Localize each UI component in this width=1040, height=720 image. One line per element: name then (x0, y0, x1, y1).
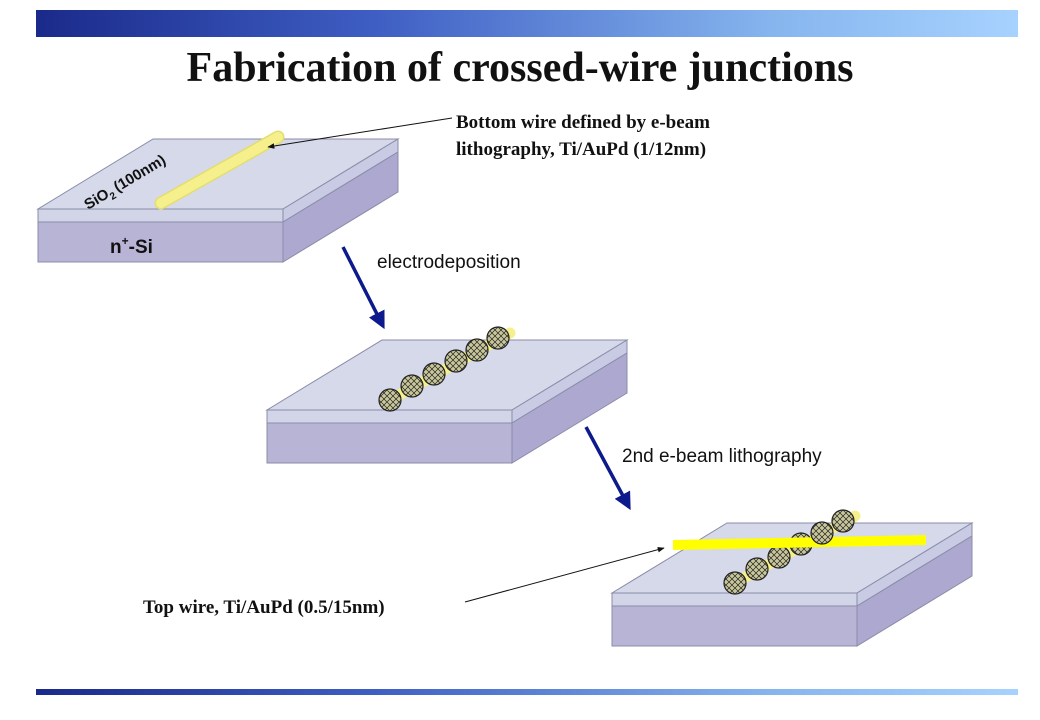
fullerene-chain (378, 326, 510, 412)
substrate-block-3 (610, 509, 974, 647)
top-wire-pointer (464, 546, 665, 603)
silicon-side-face (511, 352, 628, 464)
process-arrow-2 (584, 426, 631, 511)
top-header-bar (36, 10, 1018, 37)
step-electrodeposition-label: electrodeposition (377, 252, 521, 273)
silicon-side-face (856, 535, 973, 647)
fullerene-cage (445, 350, 467, 372)
fullerene-cage (401, 375, 423, 397)
bottom-wire-annotation-line1: Bottom wire defined by e-beam (456, 112, 711, 133)
silicon-front-face (611, 605, 858, 647)
substrate-label: n+-Si (110, 234, 153, 258)
oxide-front-face (266, 409, 513, 424)
substrate-block-2 (265, 326, 629, 464)
process-arrow-1 (341, 246, 385, 330)
bottom-footer-bar (36, 689, 1018, 695)
oxide-front-face (37, 208, 284, 223)
fullerene-cage (724, 572, 746, 594)
silicon-side-face (282, 151, 399, 263)
fullerene-cage (811, 522, 833, 544)
step-second-ebeam-label: 2nd e-beam lithography (622, 446, 822, 467)
fullerene-cage (768, 546, 790, 568)
silicon-front-face (266, 422, 513, 464)
substrate-block-1: n+-Si SiO2(100nm) (36, 130, 400, 263)
bottom-wire-annotation-line2: lithography, Ti/AuPd (1/12nm) (456, 139, 707, 160)
bottom-wire-pointer (267, 117, 453, 149)
fullerene-cage (746, 558, 768, 580)
fullerene-cage (379, 389, 401, 411)
silicon-front-face (37, 221, 284, 263)
top-wire-annotation: Top wire, Ti/AuPd (0.5/15nm) (143, 597, 385, 618)
oxide-front-face (611, 592, 858, 607)
slide-title: Fabrication of crossed-wire junctions (186, 45, 854, 91)
fullerene-cage (832, 510, 854, 532)
fullerene-cage (487, 327, 509, 349)
top-wire (672, 535, 927, 550)
bottom-wire-annotation: Bottom wire defined by e-beam lithograph… (456, 109, 710, 163)
bottom-wire-highlight (156, 132, 283, 208)
fullerene-cage (423, 363, 445, 385)
fullerene-chain-upper (810, 509, 855, 545)
fullerene-cage (466, 339, 488, 361)
